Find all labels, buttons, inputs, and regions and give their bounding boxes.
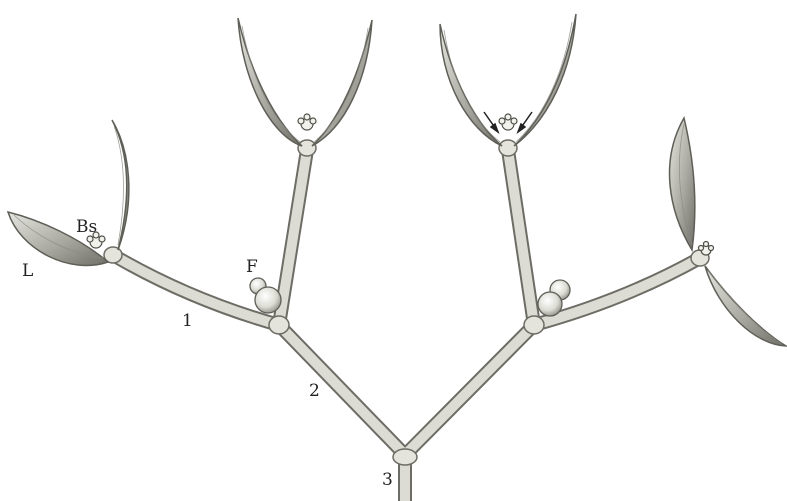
node-left-upper <box>298 140 316 156</box>
bud-scar-right-top <box>499 114 517 130</box>
bud-scar-left-top <box>298 114 316 130</box>
label-bud-scar: Bs <box>76 217 97 237</box>
leaf-right-lower <box>705 266 786 346</box>
label-leaf: L <box>22 261 33 281</box>
berry-left <box>250 278 281 313</box>
node-right-fork <box>524 316 544 334</box>
node-base <box>393 449 417 465</box>
leaves <box>8 14 786 346</box>
leaf-right-upper <box>670 118 695 250</box>
label-internode-3: 3 <box>382 470 393 490</box>
label-internode-2: 2 <box>309 381 320 401</box>
node-right-upper <box>499 140 517 156</box>
node-left-fork <box>269 316 289 334</box>
label-internode-1: 1 <box>182 311 193 331</box>
leaf-left-top-b <box>312 20 372 146</box>
stems <box>104 140 709 501</box>
label-fruit: F <box>246 257 258 277</box>
bud-scars <box>87 114 714 255</box>
leaf-left-top-a <box>238 18 302 146</box>
